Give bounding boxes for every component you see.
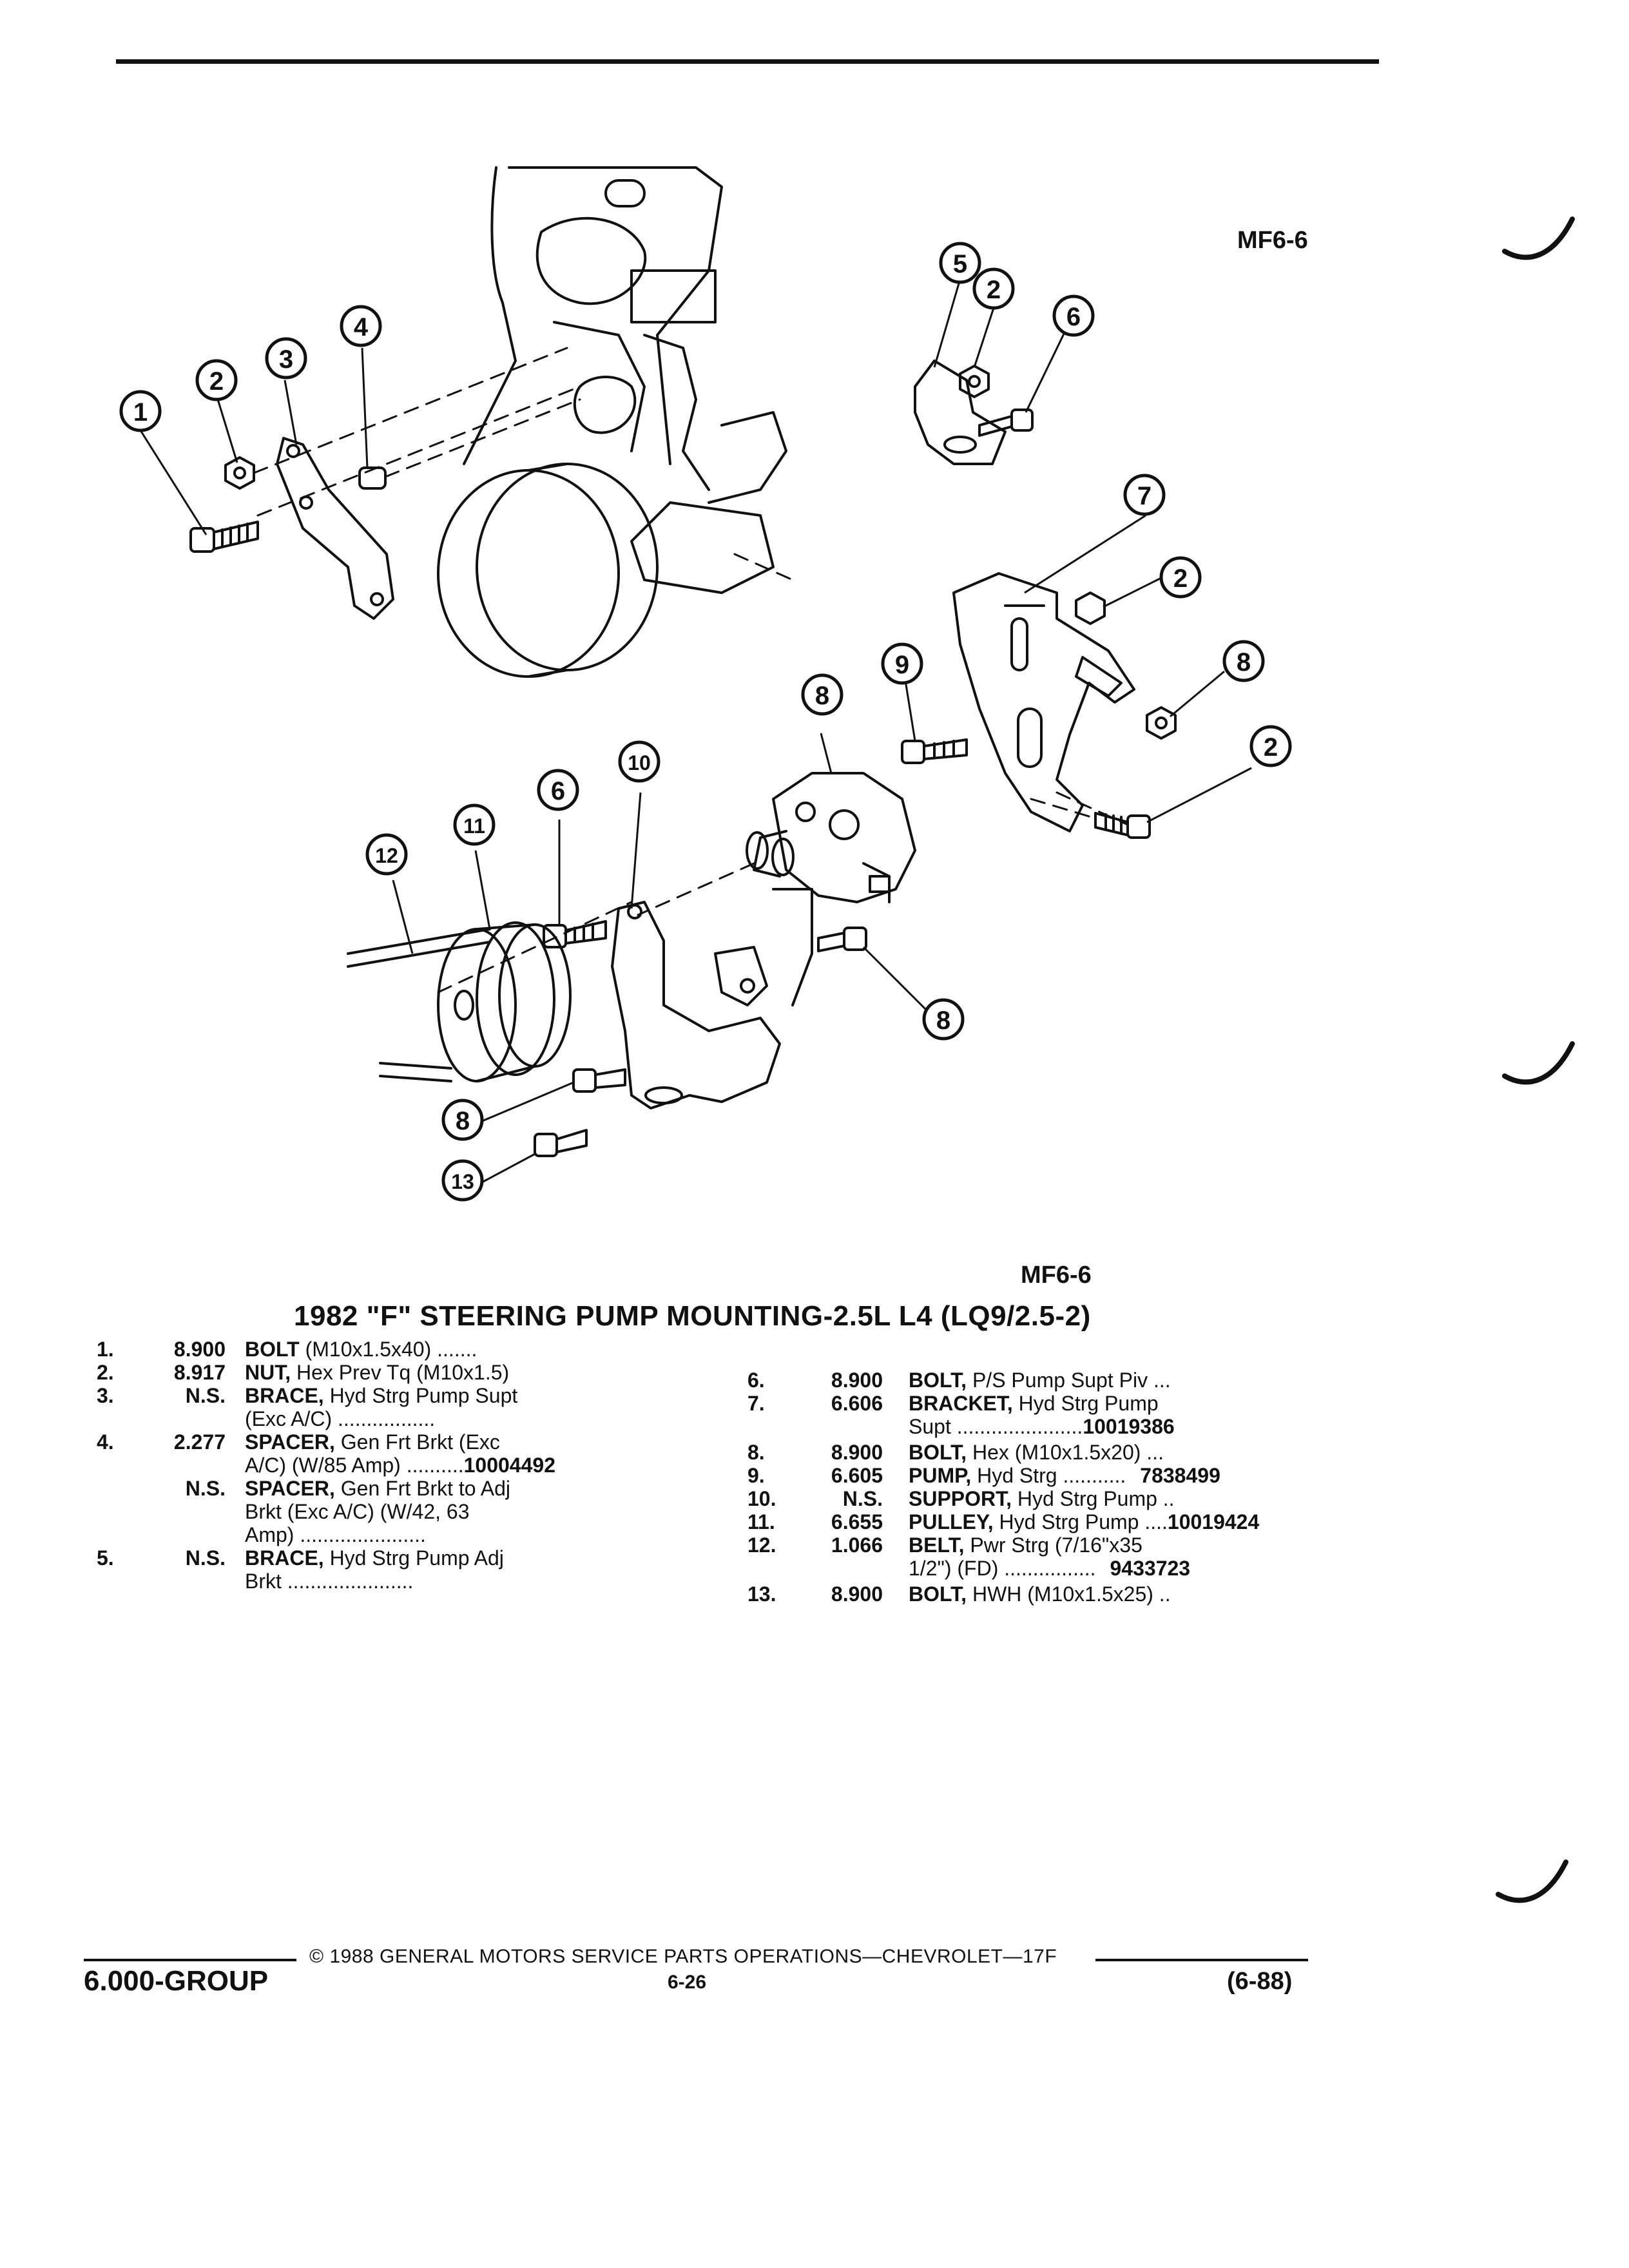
footer-group: 6.000-GROUP [84, 1965, 269, 1997]
callout-label: 2 [1173, 564, 1188, 593]
callout-label: 3 [279, 345, 293, 374]
nut-2-right-b [1146, 706, 1177, 740]
brace-3 [276, 437, 394, 620]
nut-2-right-a [1075, 591, 1106, 625]
figure-ref-bottom: MF6-6 [1021, 1262, 1092, 1289]
footer-rule-right [1095, 1959, 1308, 1961]
pulley-11 [437, 921, 572, 1082]
support-10 [611, 888, 813, 1110]
bolt-8-lower-right [817, 927, 867, 952]
bolt-1 [189, 521, 259, 553]
callout-label: 8 [1237, 648, 1251, 677]
footer-date: (6-88) [1227, 1968, 1293, 1995]
bolt-8-bottom [572, 1068, 626, 1093]
pump-9 [746, 772, 916, 903]
callout-label: 9 [895, 651, 909, 679]
binding-mark [1502, 216, 1575, 260]
bolt-8-right [1094, 812, 1151, 839]
callout-label: 12 [375, 844, 398, 867]
bolt-13 [534, 1129, 588, 1157]
bolt-6-lower [543, 920, 607, 948]
exploded-diagram: 1 2 3 4 5 2 6 7 2 8 2 9 8 10 6 11 12 8 8… [119, 166, 1292, 1202]
callout-label: 5 [953, 250, 967, 278]
callout-label: 2 [209, 367, 224, 396]
spacer-4 [358, 466, 387, 490]
callout-label: 7 [1137, 482, 1152, 510]
footer-rule-left [84, 1959, 296, 1961]
belt-12 [347, 928, 491, 1082]
callout-label: 8 [815, 682, 829, 710]
bracket-7 [952, 572, 1135, 832]
callout-label: 8 [936, 1006, 950, 1035]
callout-label: 2 [1264, 733, 1278, 762]
callout-label: 6 [551, 777, 565, 805]
footer-page-number: 6-26 [668, 1972, 707, 1993]
bolt-8-mid [901, 738, 968, 764]
callout-label: 11 [463, 814, 485, 838]
callout-label: 8 [456, 1107, 470, 1135]
top-rule [116, 59, 1379, 64]
footer-copyright: © 1988 GENERAL MOTORS SERVICE PARTS OPER… [309, 1946, 1057, 1967]
callout-label: 4 [354, 313, 369, 341]
callout-label: 1 [133, 398, 148, 427]
bolt-6-upper [978, 408, 1034, 437]
binding-mark [1496, 1860, 1568, 1903]
callout-label: 10 [628, 751, 651, 774]
engine-pulley [437, 463, 659, 678]
callout-label: 6 [1066, 303, 1081, 331]
nut-2-left [224, 456, 255, 490]
binding-mark [1502, 1041, 1575, 1085]
bracket-5 [914, 360, 1007, 465]
nut-2-upper [959, 365, 990, 398]
figure-ref-top: MF6-6 [1237, 227, 1308, 254]
engine-block [463, 166, 787, 594]
callout-label: 2 [987, 276, 1001, 304]
page-title: 1982 "F" STEERING PUMP MOUNTING-2.5L L4 … [294, 1300, 1091, 1332]
callout-label: 13 [451, 1170, 474, 1193]
